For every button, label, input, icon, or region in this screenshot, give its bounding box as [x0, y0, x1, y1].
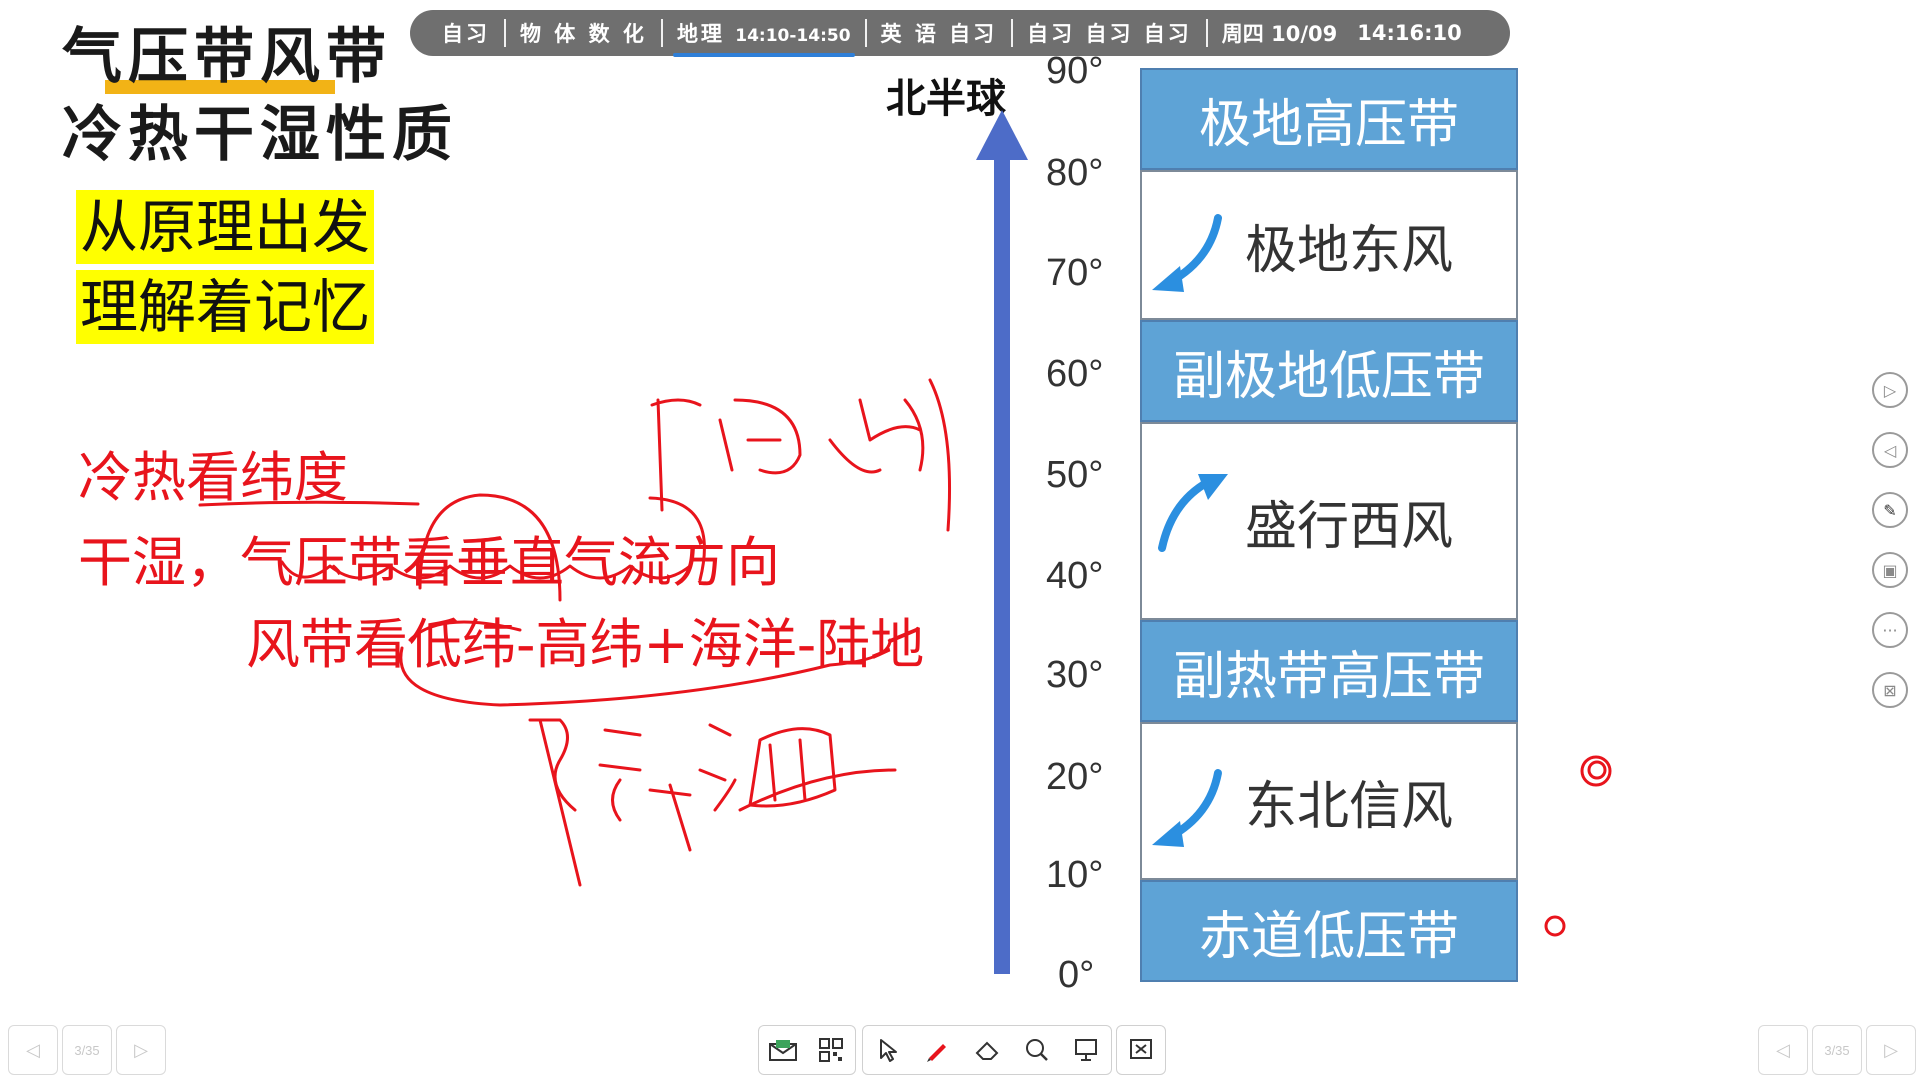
ink-stroke-tail — [738, 768, 897, 812]
ink-char-ran — [828, 378, 952, 532]
prev-page-button[interactable]: ◁ — [1758, 1025, 1808, 1075]
current-time: 14:10-14:50 — [735, 26, 851, 46]
page-indicator: 3/35 — [62, 1025, 112, 1075]
schedule-item-1[interactable]: 自习 — [442, 22, 490, 46]
schedule-divider — [1011, 19, 1014, 47]
ink-small-circle-2 — [1544, 915, 1566, 937]
page-title: 气压带风带 — [62, 22, 392, 92]
schedule-item-current[interactable]: 地理 14:10-14:50 — [663, 18, 865, 57]
ink-wavy-underline — [280, 560, 692, 580]
latitude-label: 20° — [1046, 756, 1104, 798]
belt-polar-easterlies: 极地东风 — [1140, 170, 1518, 320]
note-humidity: 干湿，气压带看垂直气流方向 — [78, 531, 780, 594]
qr-grid-icon[interactable] — [807, 1026, 855, 1074]
belt-ne-trades: 东北信风 — [1140, 722, 1518, 880]
latitude-label: 30° — [1046, 654, 1104, 696]
latitude-label: 80° — [1046, 152, 1104, 194]
eraser-icon[interactable] — [962, 1026, 1012, 1074]
ink-char-shui — [698, 723, 737, 812]
close-screen-icon[interactable]: ⊠ — [1872, 672, 1908, 708]
pointer-icon[interactable] — [863, 1026, 913, 1074]
schedule-item-2[interactable]: 物 体 数 化 — [520, 22, 647, 46]
page-subtitle: 冷热干湿性质 — [62, 100, 458, 170]
note-wind-belt: 风带看低纬-高纬+海洋-陆地 — [246, 613, 925, 676]
ink-small-circle-1 — [1580, 755, 1612, 787]
belt-label: 东北信风 — [1244, 776, 1453, 837]
wind-arrow-down-left-icon — [1152, 769, 1222, 847]
schedule-date: 周四 10/09 — [1221, 22, 1338, 46]
latitude-label: 40° — [1046, 555, 1104, 597]
ink-underline-1 — [198, 500, 420, 507]
latitude-label: 90° — [1046, 50, 1104, 92]
pager-right: ◁ 3/35 ▷ — [1758, 1025, 1916, 1075]
title-highlight-bar — [105, 80, 335, 94]
ink-char-kou — [748, 727, 837, 808]
magnifier-icon[interactable] — [1012, 1026, 1062, 1074]
note-temperature: 冷热看纬度 — [78, 446, 348, 509]
ink-arc — [418, 493, 562, 602]
latitude-label: 0° — [1058, 954, 1095, 996]
more-icon[interactable]: ··· — [1872, 612, 1908, 648]
schedule-bar: 自习 物 体 数 化 地理 14:10-14:50 英 语 自习 自习 自习 自… — [410, 10, 1510, 57]
schedule-divider — [1205, 19, 1208, 47]
schedule-divider — [504, 19, 506, 47]
projector-icon[interactable] — [1117, 1026, 1165, 1074]
screen-icon[interactable]: ▣ — [1872, 552, 1908, 588]
prev-page-button[interactable]: ◁ — [8, 1025, 58, 1075]
motto-line-1: 从原理出发 — [76, 190, 375, 264]
latitude-label: 70° — [1046, 252, 1104, 294]
latitude-label: 10° — [1046, 854, 1104, 896]
ink-char-xiang — [718, 398, 802, 475]
latitude-axis — [994, 150, 1010, 974]
belt-label: 盛行西风 — [1244, 496, 1453, 557]
belt-label: 极地东风 — [1244, 220, 1453, 281]
ink-arc-2 — [648, 496, 706, 582]
board-icon[interactable] — [1061, 1026, 1111, 1074]
toolbar-group-2 — [862, 1025, 1112, 1075]
ink-char-jiang — [528, 718, 582, 887]
belt-westerlies: 盛行西风 — [1140, 422, 1518, 620]
belt-subtropical-high: 副热带高压带 — [1140, 620, 1518, 722]
page-indicator: 3/35 — [1812, 1025, 1862, 1075]
play-prev-icon[interactable]: ◁ — [1872, 432, 1908, 468]
next-page-button[interactable]: ▷ — [116, 1025, 166, 1075]
pen-icon[interactable] — [913, 1026, 963, 1074]
wind-arrow-up-right-icon — [1158, 474, 1228, 552]
schedule-item-4[interactable]: 英 语 自习 — [880, 22, 998, 46]
belt-polar-high: 极地高压带 — [1140, 68, 1518, 170]
schedule-clock: 14:16:10 — [1357, 21, 1462, 45]
schedule-item-5[interactable]: 自习 自习 自习 — [1027, 22, 1192, 46]
ink-loop-underline — [399, 638, 892, 707]
ink-char-xia — [650, 398, 702, 512]
ink-char-jiang-2 — [598, 728, 692, 852]
belt-equatorial-low: 赤道低压带 — [1140, 880, 1518, 982]
toolbar-group-1 — [758, 1025, 856, 1075]
play-next-icon[interactable]: ▷ — [1872, 372, 1908, 408]
wind-arrow-down-left-icon — [1152, 214, 1222, 292]
latitude-label: 50° — [1046, 454, 1104, 496]
pen-settings-icon[interactable]: ✎ — [1872, 492, 1908, 528]
ink-loop-top — [408, 620, 522, 642]
envelope-icon[interactable] — [759, 1026, 807, 1074]
next-page-button[interactable]: ▷ — [1866, 1025, 1916, 1075]
latitude-label: 60° — [1046, 353, 1104, 395]
toolbar-group-3 — [1116, 1025, 1166, 1075]
schedule-divider — [660, 19, 663, 47]
schedule-divider — [864, 19, 867, 47]
motto-line-2: 理解着记忆 — [76, 270, 375, 344]
belt-subpolar-low: 副极地低压带 — [1140, 320, 1518, 422]
current-subject: 地理 — [676, 22, 725, 46]
ink-small-circle-1b — [1587, 760, 1607, 780]
pager-left: ◁ 3/35 ▷ — [8, 1025, 166, 1075]
